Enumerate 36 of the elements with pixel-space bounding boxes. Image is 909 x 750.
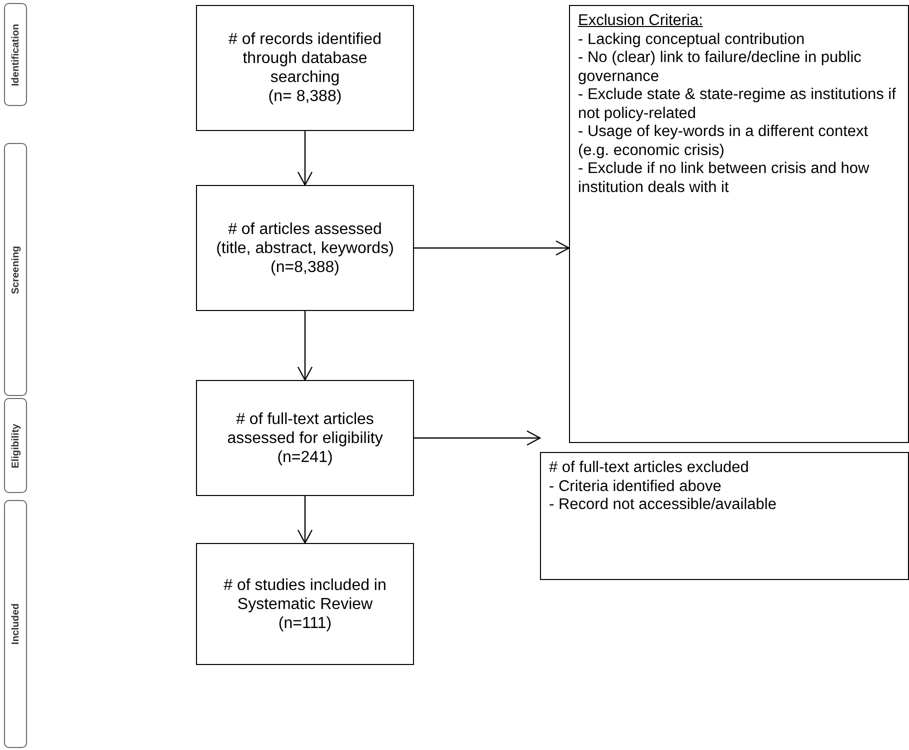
stage-label: Screening	[10, 245, 21, 294]
arrow	[414, 430, 541, 446]
count-text: (n=241)	[277, 448, 333, 466]
box-text: # of full-text articles assessed for eligibility	[226, 410, 384, 448]
note-box	[540, 452, 909, 580]
stage-label: Identification	[10, 23, 21, 86]
note-heading: # of full-text articles excluded	[549, 459, 750, 478]
count-text: (n=111)	[278, 614, 332, 632]
stage-label: Included	[10, 603, 21, 645]
process-box	[196, 185, 414, 311]
process-box	[196, 380, 414, 496]
process-box	[196, 5, 414, 131]
note-item: - No (clear) link to failure/decline in public governance	[578, 49, 862, 86]
note-box	[569, 5, 909, 443]
note-heading: Exclusion Criteria:	[578, 12, 704, 30]
arrow	[297, 131, 313, 186]
note-item: - Usage of key-words in a different context (e.g. economic crisis)	[578, 123, 870, 160]
count-text: (n=8,388)	[270, 258, 340, 276]
stage-label-box	[4, 143, 27, 396]
box-text: # of records identified through database searching	[228, 30, 382, 87]
arrow	[297, 311, 313, 381]
box-text: # of articles assessed (title, abstract, keywords)	[215, 220, 395, 258]
note-item: - Record not accessible/available	[549, 496, 778, 514]
stage-label-box	[4, 3, 27, 106]
note-item: - Criteria identified above	[549, 478, 722, 496]
arrow	[414, 240, 570, 256]
note-item: - Exclude state & state-regime as institutions if not policy-related	[578, 86, 897, 123]
process-box	[196, 543, 414, 665]
box-text: # of studies included in Systematic Review	[222, 576, 388, 614]
arrow	[297, 496, 313, 544]
stage-label-box	[4, 500, 27, 748]
stage-label: Eligibility	[10, 423, 21, 468]
count-text: (n= 8,388)	[268, 87, 342, 106]
note-item: - Lacking conceptual contribution	[578, 30, 806, 49]
note-item: - Exclude if no link between crisis and how institution deals with it	[578, 160, 870, 197]
stage-label-box	[4, 398, 27, 493]
